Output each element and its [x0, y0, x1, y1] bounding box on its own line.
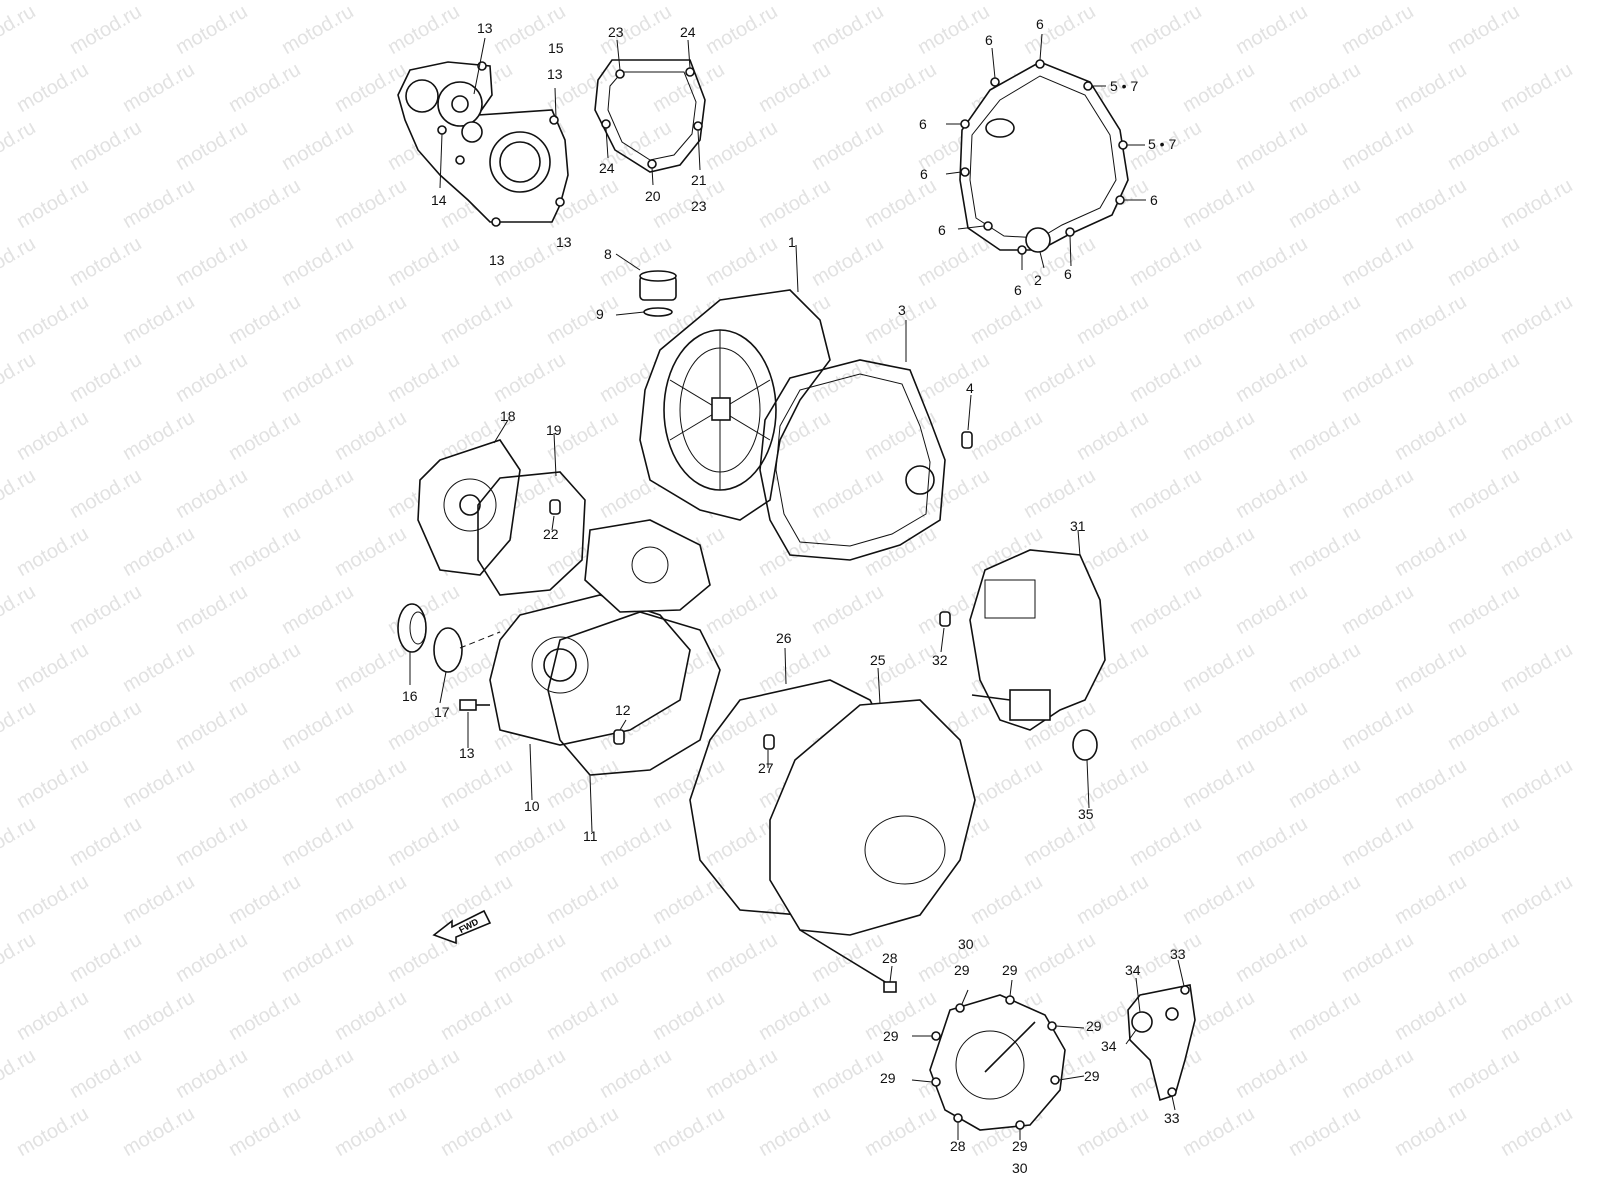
- callout-number: 33: [1164, 1110, 1180, 1126]
- callout-number: 1: [788, 234, 796, 250]
- callout-number: 23: [608, 24, 624, 40]
- callout-number: 21: [691, 172, 707, 188]
- callout-number: 15: [548, 40, 564, 56]
- callout-number: 6: [1014, 282, 1022, 298]
- plug-35: [1072, 729, 1098, 761]
- generator-cover: [929, 994, 1066, 1131]
- callout-number: 5 • 7: [1148, 136, 1177, 152]
- callout-number: 29: [880, 1070, 896, 1086]
- callout-number: 2: [1034, 272, 1042, 288]
- callout-number: 31: [1070, 518, 1086, 534]
- sensor-cover: [1127, 984, 1196, 1102]
- callout-number: 29: [883, 1028, 899, 1044]
- callout-number: 34: [1101, 1038, 1117, 1054]
- callout-number: 13: [459, 745, 475, 761]
- callout-number: 3: [898, 302, 906, 318]
- callout-number: 9: [596, 306, 604, 322]
- gasket-3: [759, 359, 946, 561]
- callout-number: 11: [583, 828, 598, 844]
- callout-number: 24: [680, 24, 696, 40]
- cover-10: [489, 519, 711, 746]
- callout-number: 5 • 7: [1110, 78, 1139, 94]
- callout-number: 13: [489, 252, 505, 268]
- callout-number: 13: [547, 66, 563, 82]
- callout-number: 23: [691, 198, 707, 214]
- callout-number: 32: [932, 652, 948, 668]
- callout-number: 27: [758, 760, 774, 776]
- callout-number: 4: [966, 380, 974, 396]
- dowel-pin-4: [961, 431, 973, 449]
- callout-number: 13: [477, 20, 493, 36]
- callout-number: 29: [1002, 962, 1018, 978]
- callout-number: 35: [1078, 806, 1094, 822]
- callout-number: 14: [431, 192, 447, 208]
- cover-25: [769, 699, 976, 993]
- callout-number: 20: [645, 188, 661, 204]
- callout-number: 33: [1170, 946, 1186, 962]
- callout-number: 18: [500, 408, 516, 424]
- callout-number: 6: [919, 116, 927, 132]
- callout-number: 6: [1150, 192, 1158, 208]
- cover-31: [969, 549, 1106, 731]
- callout-number: 6: [1036, 16, 1044, 32]
- callout-number: 30: [958, 936, 974, 952]
- callout-number: 29: [1086, 1018, 1102, 1034]
- callout-number: 13: [556, 234, 572, 250]
- gasket-cover-small: [594, 59, 706, 173]
- callout-number: 29: [954, 962, 970, 978]
- callout-number: 10: [524, 798, 540, 814]
- fwd-arrow-icon: FWD: [432, 909, 492, 945]
- callout-number: 16: [402, 688, 418, 704]
- leader-lines: [409, 33, 1185, 1140]
- gasket-19: [477, 471, 586, 596]
- cover-1: [639, 289, 831, 521]
- callout-number: 30: [1012, 1160, 1028, 1176]
- callout-number: 24: [599, 160, 615, 176]
- callout-number: 8: [604, 246, 612, 262]
- callout-number: 25: [870, 652, 886, 668]
- clutch-cover-gasket: [959, 59, 1129, 255]
- callout-number: 29: [1084, 1068, 1100, 1084]
- callout-number: 12: [615, 702, 631, 718]
- water-pump-cover: [397, 61, 569, 227]
- cover-18: [417, 439, 521, 576]
- callout-number: 28: [882, 950, 898, 966]
- callout-number: 28: [950, 1138, 966, 1154]
- callout-number: 19: [546, 422, 562, 438]
- callout-number: 6: [1064, 266, 1072, 282]
- callout-number: 17: [434, 704, 450, 720]
- callout-number: 26: [776, 630, 792, 646]
- callout-number: 22: [543, 526, 559, 542]
- callout-number: 6: [985, 32, 993, 48]
- oil-seal-16: [397, 603, 427, 653]
- o-ring-17: [433, 627, 501, 673]
- callout-number: 29: [1012, 1138, 1028, 1154]
- oil-filler-cap: [639, 270, 677, 317]
- bolt-13: [459, 699, 490, 711]
- callout-number: 6: [920, 166, 928, 182]
- callout-number: 6: [938, 222, 946, 238]
- callout-number: 34: [1125, 962, 1141, 978]
- gasket-11: [547, 611, 721, 776]
- dowel-pin-32: [939, 611, 951, 627]
